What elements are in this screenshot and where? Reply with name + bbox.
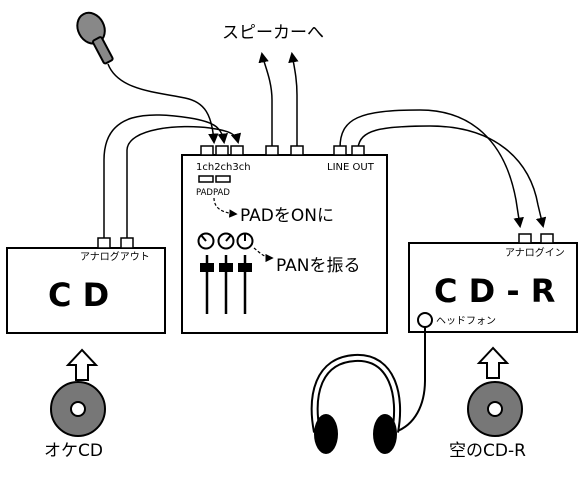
cdr-input-jack-left <box>518 233 532 244</box>
cdr-input-label: アナログイン <box>505 246 565 259</box>
lineout-left-cable <box>339 109 524 229</box>
cd-up-arrow <box>65 348 99 381</box>
mixer-lineout-jack-right <box>351 145 365 156</box>
mixer-lineout-label: LINE OUT <box>327 162 375 173</box>
speaker-right-arrow <box>288 51 299 148</box>
blank-cdr-caption: 空のCD-R <box>449 441 526 461</box>
fader-3[interactable] <box>238 255 252 314</box>
karaoke-cd-caption: オケCD <box>44 441 103 461</box>
pad-instruction: PADをONに <box>240 206 334 226</box>
karaoke-cd-disc-icon <box>50 381 106 437</box>
pan-knob-2[interactable] <box>217 232 235 250</box>
cd-player-title: C D <box>48 276 109 314</box>
cd-output-jack-left <box>97 237 111 249</box>
pad-switch-2[interactable] <box>215 175 231 183</box>
microphone-cable <box>107 63 219 145</box>
pan-arrow <box>253 247 274 263</box>
headphone-jack <box>417 312 433 328</box>
headphone-cable <box>394 327 426 433</box>
microphone-icon <box>76 11 114 65</box>
pan-instruction: PANを振る <box>276 256 361 276</box>
mixer-speaker-jack-left <box>265 145 279 156</box>
pad-arrow <box>213 197 238 218</box>
blank-cdr-disc-icon <box>467 381 523 437</box>
pan-knob-3[interactable] <box>236 232 254 250</box>
lineout-right-cable <box>357 125 547 229</box>
cd-player-box <box>6 247 166 334</box>
mixer-ch3-jack <box>230 145 244 156</box>
mixer-box <box>181 154 388 334</box>
cd-output-jack-right <box>120 237 134 249</box>
headphones-icon <box>310 353 402 454</box>
speaker-label: スピーカーへ <box>222 23 324 43</box>
cd-output-label: アナログアウト <box>80 250 150 263</box>
mixer-ch1-jack <box>200 145 214 156</box>
headphone-label: ヘッドフォン <box>436 316 496 327</box>
cdr-up-arrow <box>476 346 510 379</box>
fader-1[interactable] <box>200 255 214 314</box>
mixer-ch2-jack <box>215 145 229 156</box>
mixer-input-labels: 1ch2ch3ch <box>196 162 251 173</box>
cd-recorder-title: C D - R <box>434 272 555 310</box>
cd-recorder-box <box>408 242 578 333</box>
speaker-left-arrow <box>258 51 273 148</box>
cd-to-ch3-cable <box>126 125 242 238</box>
fader-2[interactable] <box>219 255 233 314</box>
mixer-speaker-jack-right <box>290 145 304 156</box>
pad-switch-1[interactable] <box>198 175 214 183</box>
pad-labels: PADPAD <box>196 188 230 198</box>
mixer-lineout-jack-left <box>333 145 347 156</box>
pan-knob-1[interactable] <box>197 232 215 250</box>
cdr-input-jack-right <box>540 233 554 244</box>
